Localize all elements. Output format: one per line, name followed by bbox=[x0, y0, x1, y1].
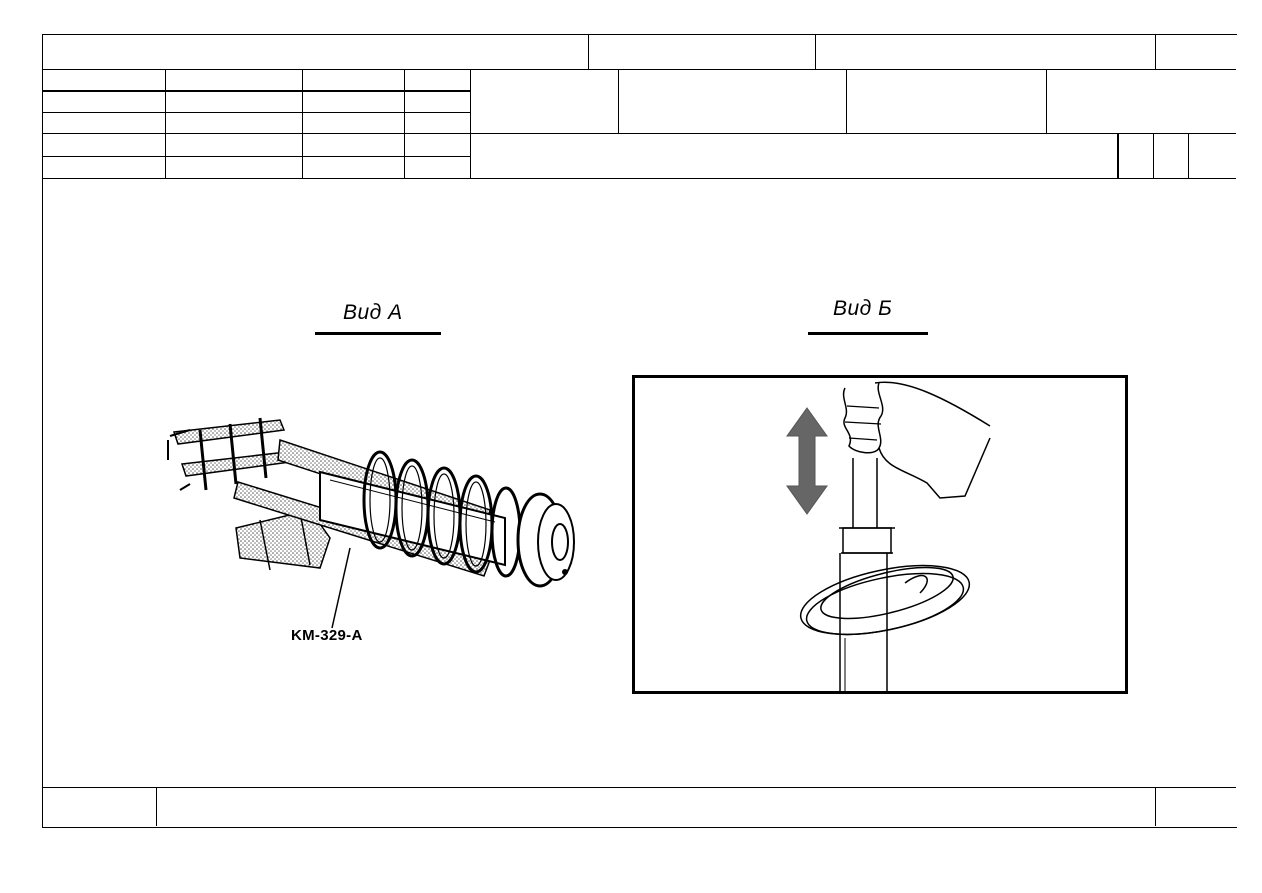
grid-line bbox=[42, 69, 1236, 70]
view-a-title: Вид А bbox=[343, 301, 403, 324]
grid-line bbox=[1153, 133, 1154, 178]
grid-line bbox=[1155, 34, 1156, 69]
view-b-frame bbox=[632, 375, 1128, 694]
grid-line bbox=[42, 133, 1236, 134]
grid-line bbox=[470, 69, 471, 178]
grid-line bbox=[42, 178, 1236, 179]
grid-line bbox=[42, 156, 470, 157]
grid-line bbox=[156, 787, 157, 826]
grid-line bbox=[42, 112, 470, 113]
grid-line bbox=[302, 69, 303, 178]
view-b-title: Вид Б bbox=[833, 297, 893, 320]
grid-line bbox=[42, 90, 470, 92]
grid-line bbox=[1117, 133, 1119, 178]
spring-compressor-illustration bbox=[167, 417, 575, 629]
tool-callout-label: KM-329-A bbox=[291, 627, 363, 644]
grid-line bbox=[42, 787, 1236, 788]
grid-line bbox=[588, 34, 589, 69]
shock-absorber-illustration bbox=[786, 381, 991, 691]
view-b-underline bbox=[808, 332, 928, 335]
grid-line bbox=[404, 69, 405, 178]
grid-line bbox=[1188, 133, 1189, 178]
grid-line bbox=[618, 69, 619, 133]
drawing-frame bbox=[42, 34, 1237, 828]
grid-line bbox=[1046, 69, 1047, 133]
grid-line bbox=[846, 69, 847, 133]
view-a-underline bbox=[315, 332, 441, 335]
grid-line bbox=[815, 34, 816, 69]
grid-line bbox=[165, 69, 166, 178]
grid-line bbox=[1155, 787, 1156, 826]
up-down-arrow-icon bbox=[786, 407, 828, 515]
